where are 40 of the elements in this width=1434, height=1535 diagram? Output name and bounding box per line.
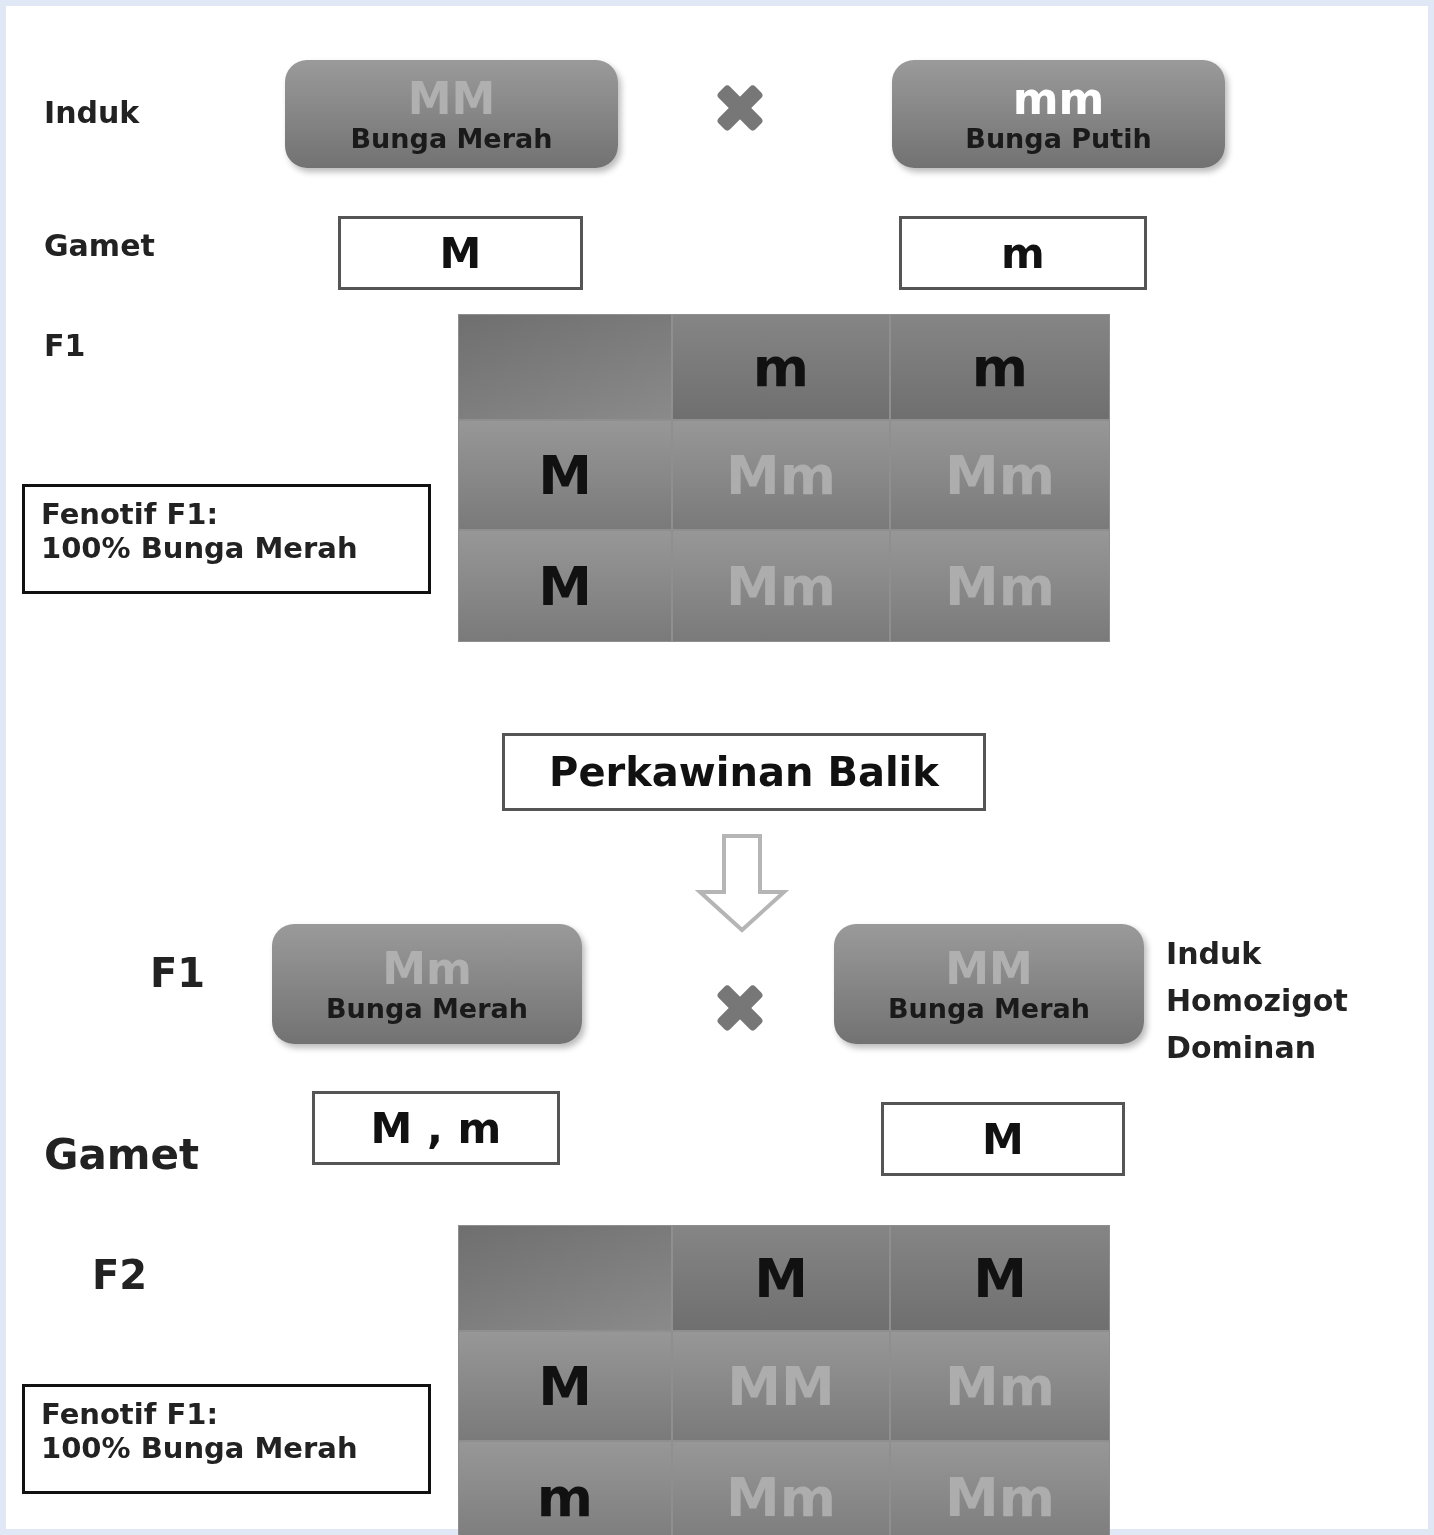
genotype-text: m <box>1001 228 1045 278</box>
genotype-text: mm <box>1012 74 1105 123</box>
row-label: Induk <box>44 95 140 130</box>
gamete-header-cell: M <box>458 530 672 642</box>
phenotype-text: Bunga Putih <box>965 122 1152 154</box>
gamete-box <box>899 216 1147 290</box>
cross-type-box <box>502 733 986 811</box>
parent-box <box>272 924 582 1044</box>
gamete-header-cell: M <box>458 420 672 530</box>
phenotype-text: Bunga Merah <box>326 992 528 1024</box>
row-label: F1 <box>44 328 86 363</box>
phenotype-text: 100% Bunga Merah <box>41 531 359 565</box>
row-label: Gamet <box>44 228 155 263</box>
gamete-header-cell: m <box>672 314 890 420</box>
row-label: Gamet <box>44 1130 200 1179</box>
genotype-text: M <box>439 228 482 278</box>
gamete-header-cell: M <box>458 1331 672 1441</box>
phenotype-box <box>22 484 431 594</box>
phenotype-box <box>22 1384 431 1494</box>
gamete-box <box>881 1102 1125 1176</box>
phenotype-heading: Fenotif F1: <box>41 1397 219 1431</box>
gamete-header-cell: M <box>672 1225 890 1331</box>
genotype-text: Perkawinan Balik <box>549 749 939 795</box>
row-label: F2 <box>92 1252 148 1298</box>
gamete-header-cell: M <box>890 1225 1110 1331</box>
gamete-box <box>338 216 583 290</box>
genotype-text: M , m <box>370 1103 502 1153</box>
parent-box <box>834 924 1144 1044</box>
gamete-header-cell: m <box>890 314 1110 420</box>
parent-box <box>285 60 618 168</box>
phenotype-text: 100% Bunga Merah <box>41 1431 359 1465</box>
gamete-header-cell: m <box>458 1441 672 1535</box>
gamete-box <box>312 1091 560 1165</box>
genotype-text: M <box>982 1114 1024 1164</box>
beside-note: Induk Homozigot Dominan <box>1166 935 1349 1067</box>
parent-box <box>892 60 1225 168</box>
phenotype-text: Bunga Merah <box>350 122 553 154</box>
phenotype-text: Bunga Merah <box>888 992 1090 1024</box>
phenotype-heading: Fenotif F1: <box>41 497 219 531</box>
row-label: F1 <box>150 950 206 996</box>
